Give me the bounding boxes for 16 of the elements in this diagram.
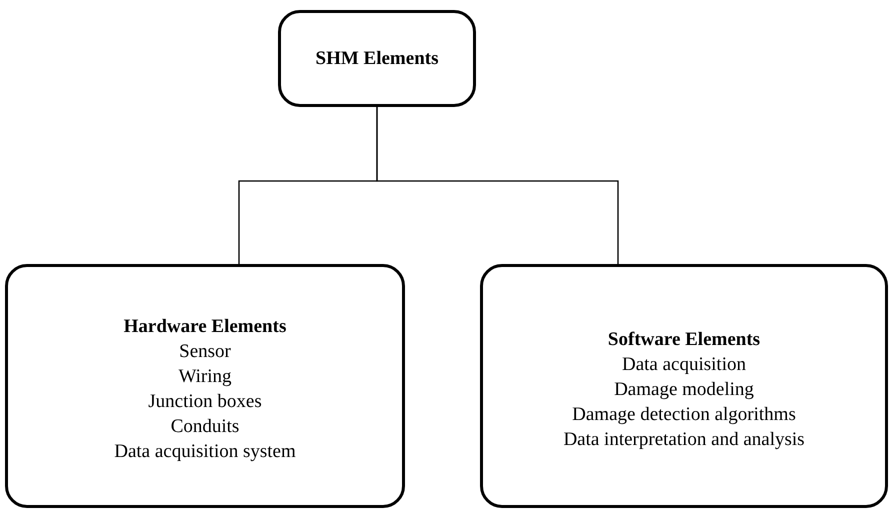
list-item: Damage modeling (614, 378, 754, 402)
node-heading: SHM Elements (316, 47, 438, 71)
list-item: Sensor (179, 340, 231, 364)
node-heading: Hardware Elements (124, 315, 286, 339)
node-heading: Software Elements (608, 328, 760, 352)
list-item: Data acquisition system (114, 440, 296, 464)
list-item: Junction boxes (148, 390, 262, 414)
category-box (480, 264, 888, 508)
category-box (5, 264, 405, 508)
connector-line (376, 107, 619, 264)
list-item: Data interpretation and analysis (563, 428, 805, 452)
root-box (278, 10, 476, 107)
list-item: Wiring (178, 365, 232, 389)
list-item: Conduits (170, 415, 240, 439)
list-item: Damage detection algorithms (572, 402, 796, 426)
list-item: Data acquisition (622, 352, 746, 376)
